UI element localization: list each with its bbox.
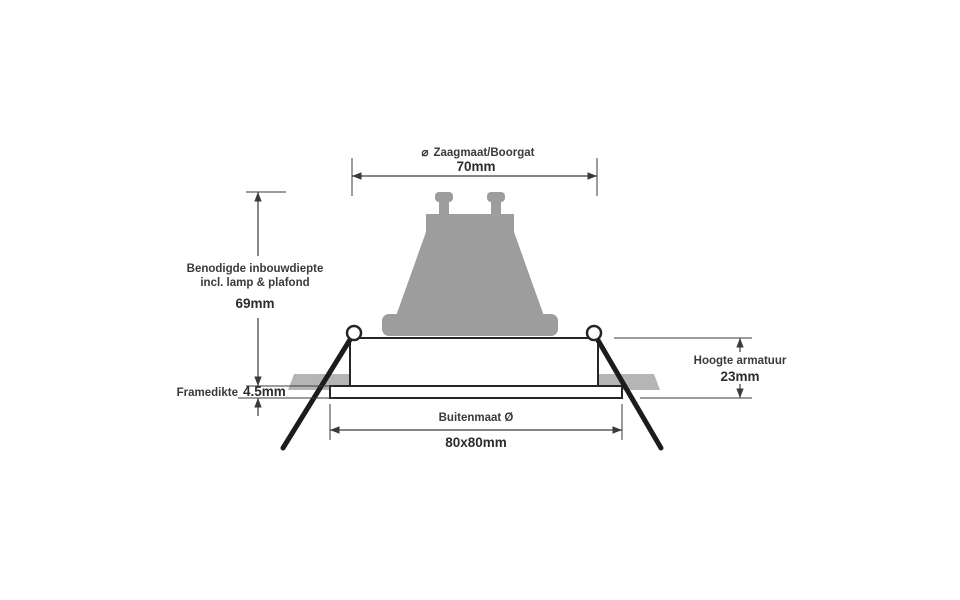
hoogte-armatuur-value: 23mm bbox=[720, 369, 759, 384]
lamp-pin-right-cap bbox=[487, 192, 505, 202]
gu10-lamp bbox=[382, 192, 558, 336]
lamp-body bbox=[396, 214, 544, 316]
dim-zaagmaat: ⌀Zaagmaat/Boorgat 70mm bbox=[351, 147, 598, 196]
lamp-pin-right bbox=[491, 200, 501, 216]
fixture-flange bbox=[329, 385, 623, 399]
dim-inbouwdiepte: Benodigde inbouwdiepte incl. lamp & plaf… bbox=[187, 191, 324, 386]
clip-pivot-right bbox=[585, 324, 603, 342]
fixture-frame bbox=[349, 337, 599, 387]
inbouwdiepte-label-line2: incl. lamp & plafond bbox=[200, 277, 309, 289]
lamp-pin-left-cap bbox=[435, 192, 453, 202]
buitenmaat-label: Buitenmaat Ø bbox=[439, 412, 514, 424]
zaagmaat-value: 70mm bbox=[456, 159, 495, 174]
diameter-icon: ⌀ bbox=[422, 147, 430, 159]
zaagmaat-label: ⌀Zaagmaat/Boorgat bbox=[422, 147, 535, 159]
dim-framedikte: Framedikte 4.5mm bbox=[177, 384, 334, 416]
hoogte-armatuur-label: Hoogte armatuur bbox=[694, 355, 787, 367]
inbouwdiepte-value: 69mm bbox=[235, 296, 274, 311]
dim-hoogte-armatuur: Hoogte armatuur 23mm bbox=[614, 337, 787, 399]
framedikte-value: 4.5mm bbox=[243, 384, 286, 399]
lamp-pin-left bbox=[439, 200, 449, 216]
dim-buitenmaat: Buitenmaat Ø 80x80mm bbox=[329, 404, 623, 450]
spring-clip-right bbox=[589, 327, 664, 451]
clip-pivot-left bbox=[345, 324, 363, 342]
buitenmaat-value: 80x80mm bbox=[445, 435, 507, 450]
framedikte-label: Framedikte bbox=[177, 387, 238, 399]
lamp-rim bbox=[382, 314, 558, 336]
inbouwdiepte-label-line1: Benodigde inbouwdiepte bbox=[187, 263, 324, 275]
spring-clip-left bbox=[280, 327, 359, 451]
